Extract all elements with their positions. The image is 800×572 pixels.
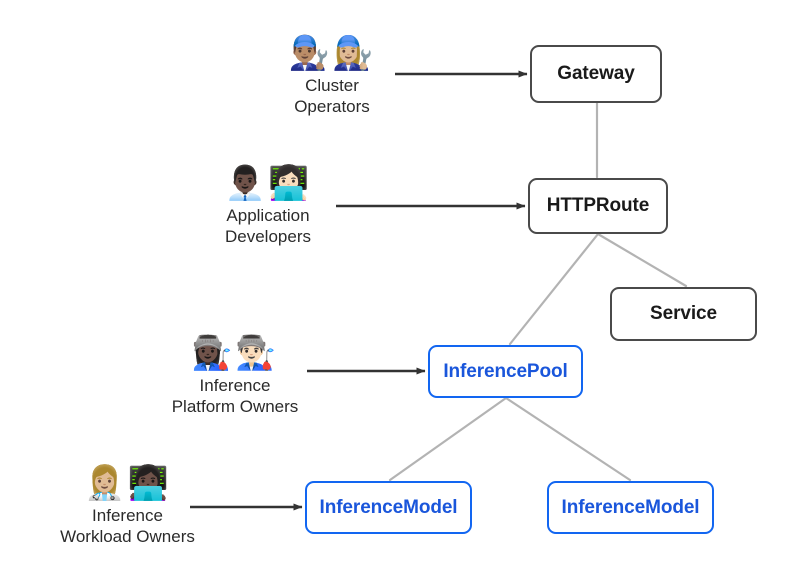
persona-icons-application-developers: 👨🏿‍💼👩🏻‍💻 (224, 163, 312, 202)
node-label-inferencemodel-right: InferenceModel (561, 496, 700, 518)
node-label-service: Service (650, 303, 717, 324)
node-label-gateway: Gateway (557, 63, 635, 84)
connector-lines (388, 101, 688, 482)
persona-label-line2-inference-workload-owners: Workload Owners (60, 527, 195, 546)
node-service[interactable]: Service (610, 287, 757, 341)
persona-icons-inference-workload-owners: 👩🏼‍⚕️👩🏿‍💻 (84, 463, 171, 502)
persona-label-line1-cluster-operators: Cluster (305, 76, 359, 95)
node-gateway[interactable]: Gateway (530, 45, 662, 103)
persona-label-line2-inference-platform-owners: Platform Owners (171, 397, 299, 416)
persona-label-line1-inference-platform-owners: Inference (199, 376, 271, 395)
connector-httproute-service (596, 232, 688, 288)
node-inferencepool[interactable]: InferencePool (428, 345, 583, 398)
persona-arrows (190, 70, 528, 511)
node-httproute[interactable]: HTTPRoute (528, 178, 668, 234)
persona-label-line1-application-developers: Application (226, 206, 310, 225)
persona-label-line2-application-developers: Developers (225, 227, 311, 246)
connector-pool-model-left (388, 396, 508, 482)
persona-label-line1-inference-workload-owners: Inference (92, 506, 163, 525)
node-label-httproute: HTTPRoute (546, 195, 650, 216)
node-label-inferencemodel-left: InferenceModel (319, 496, 458, 518)
node-inferencemodel-right[interactable]: InferenceModel (547, 481, 714, 534)
node-inferencemodel-left[interactable]: InferenceModel (305, 481, 472, 534)
node-label-inferencepool: InferencePool (443, 360, 568, 382)
persona-icons-inference-platform-owners: 👩🏿‍🏭👨🏻‍🏭 (191, 333, 279, 372)
persona-icons-cluster-operators: 👨🏽‍🔧👩🏼‍🔧 (288, 33, 376, 72)
connector-httproute-inferencepool (508, 232, 600, 346)
persona-label-line2-cluster-operators: Operators (294, 97, 370, 116)
connector-pool-model-right (504, 396, 632, 482)
